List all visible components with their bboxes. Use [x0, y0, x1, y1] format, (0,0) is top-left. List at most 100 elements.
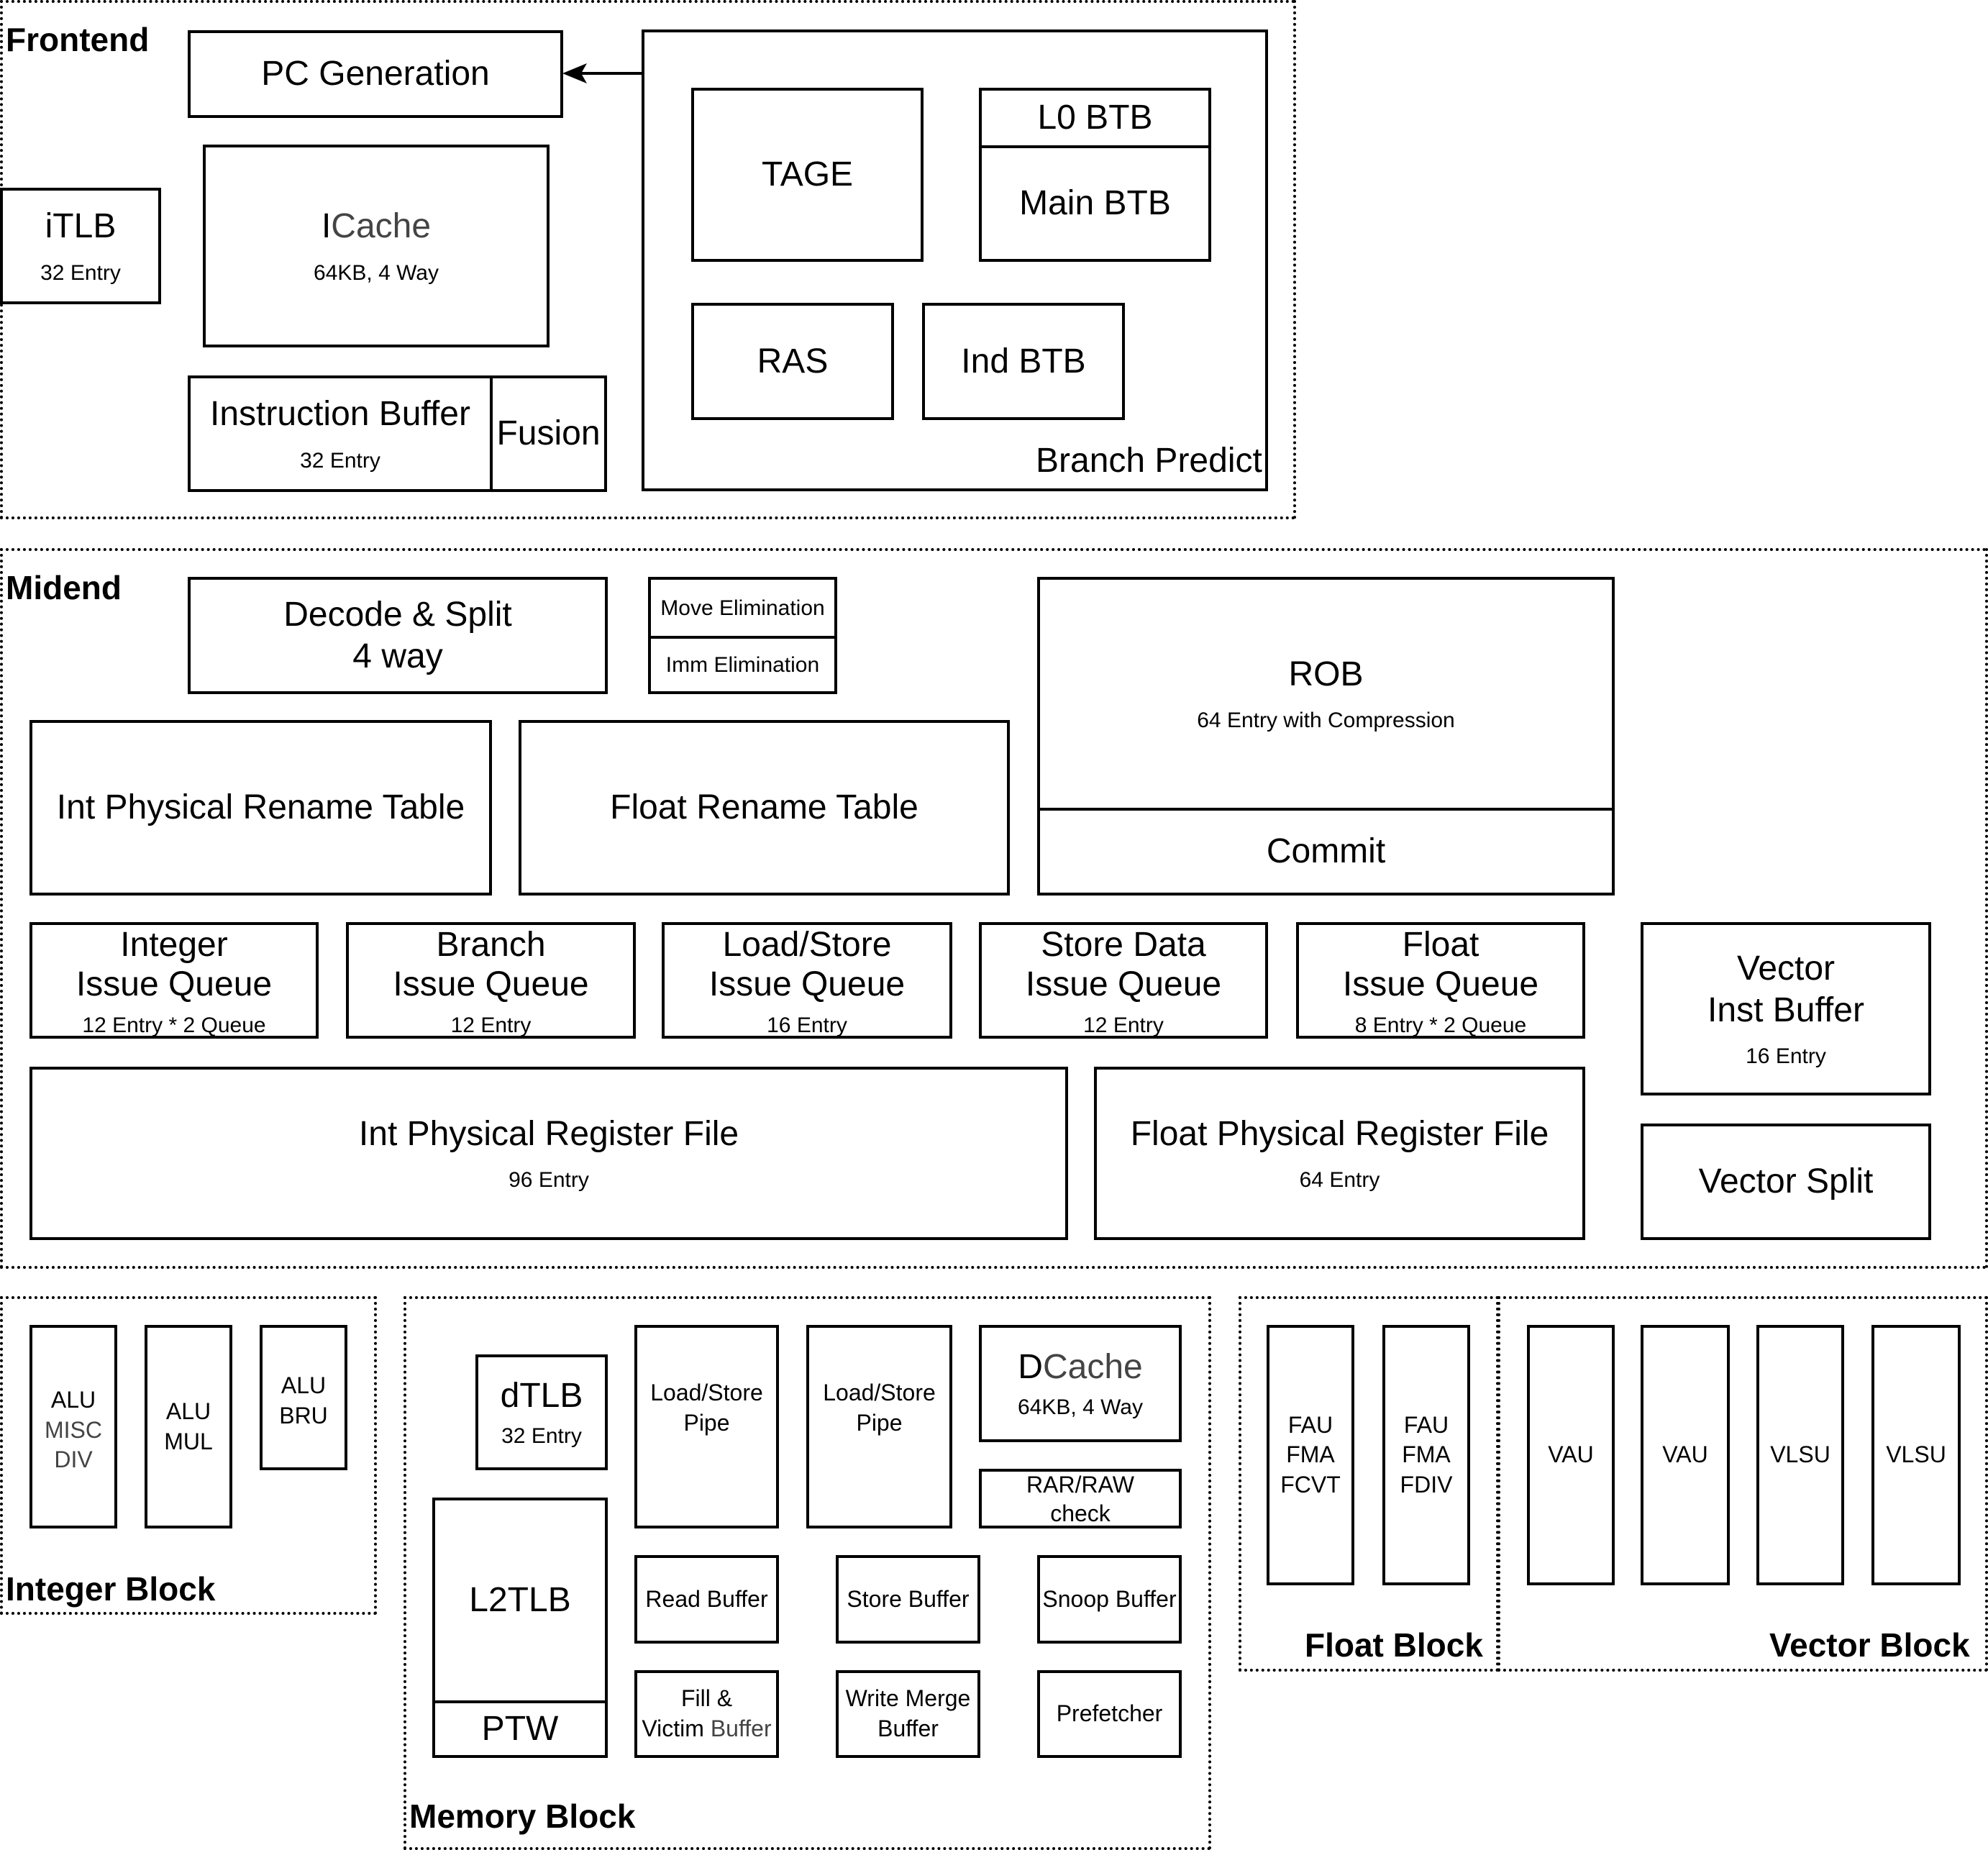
- write-merge-line1: Write Merge: [845, 1685, 971, 1712]
- vau-unit-1[interactable]: VAU: [1641, 1325, 1730, 1585]
- int-prf-label: Int Physical Register File: [358, 1114, 739, 1153]
- alu-mul-unit[interactable]: ALU MUL: [145, 1325, 232, 1528]
- store-buffer-box[interactable]: Store Buffer: [836, 1555, 980, 1644]
- iq-line1: Branch: [436, 926, 546, 964]
- prefetcher-box[interactable]: Prefetcher: [1037, 1670, 1182, 1758]
- vector-block-region: [1497, 1296, 1988, 1672]
- int-rename-table-box[interactable]: Int Physical Rename Table: [29, 720, 492, 896]
- float-block-title: Float Block: [1305, 1626, 1483, 1664]
- instruction-buffer-label: Instruction Buffer: [210, 395, 470, 434]
- dcache-box[interactable]: DCache 64KB, 4 Way: [979, 1325, 1182, 1442]
- fusion-box[interactable]: Fusion: [490, 375, 607, 492]
- load-store-issue-queue[interactable]: Load/Store Issue Queue 16 Entry: [662, 922, 952, 1039]
- l2tlb-box[interactable]: L2TLB PTW: [432, 1498, 608, 1758]
- dtlb-box[interactable]: dTLB 32 Entry: [475, 1354, 608, 1470]
- l0-btb-label: L0 BTB: [1037, 99, 1153, 137]
- icache-box[interactable]: ICache 64KB, 4 Way: [203, 145, 550, 347]
- unit-line1: ALU: [165, 1398, 211, 1424]
- unit-line3: DIV: [54, 1446, 93, 1473]
- rar-raw-check-box[interactable]: RAR/RAW check: [979, 1469, 1182, 1528]
- unit-line2: MUL: [164, 1428, 213, 1454]
- vlsu-unit-1[interactable]: VLSU: [1871, 1325, 1961, 1585]
- l2tlb-divider: [435, 1700, 605, 1703]
- load-store-pipe-0[interactable]: Load/Store Pipe: [634, 1325, 779, 1528]
- rar-raw-line2: check: [1050, 1500, 1111, 1526]
- iq-detail: 12 Entry * 2 Queue: [82, 1013, 266, 1038]
- rob-main[interactable]: ROB 64 Entry with Compression: [1040, 580, 1612, 808]
- fau-fma-fcvt-unit[interactable]: FAU FMA FCVT: [1267, 1325, 1354, 1585]
- fill-victim-line2: Victim Buffer: [642, 1715, 772, 1741]
- int-prf-box[interactable]: Int Physical Register File 96 Entry: [29, 1067, 1068, 1240]
- branch-issue-queue[interactable]: Branch Issue Queue 12 Entry: [346, 922, 636, 1039]
- l2tlb[interactable]: L2TLB: [435, 1500, 605, 1700]
- commit-label: Commit: [1266, 832, 1386, 871]
- iq-line1: Integer: [120, 926, 228, 964]
- float-prf-box[interactable]: Float Physical Register File 64 Entry: [1094, 1067, 1585, 1240]
- frontend-title: Frontend: [6, 21, 150, 58]
- read-buffer-box[interactable]: Read Buffer: [634, 1555, 779, 1644]
- pc-generation-box[interactable]: PC Generation: [188, 30, 563, 118]
- float-rename-table-box[interactable]: Float Rename Table: [519, 720, 1010, 896]
- decode-way: 4 way: [352, 637, 443, 675]
- unit-line2: MISC: [45, 1416, 102, 1443]
- l2tlb-label: L2TLB: [469, 1581, 571, 1620]
- vau-unit-0[interactable]: VAU: [1527, 1325, 1615, 1585]
- decode-split-box[interactable]: Decode & Split 4 way: [188, 577, 608, 694]
- decode-label: Decode & Split: [283, 595, 512, 634]
- unit-line3: FDIV: [1400, 1471, 1453, 1498]
- itlb-box[interactable]: iTLB 32 Entry: [0, 188, 161, 304]
- rob-box[interactable]: ROB 64 Entry with Compression Commit: [1037, 577, 1615, 896]
- icache-label: ICache: [321, 207, 432, 246]
- vector-split-box[interactable]: Vector Split: [1641, 1124, 1931, 1240]
- float-rename-table-label: Float Rename Table: [610, 788, 918, 827]
- alu-bru-unit[interactable]: ALU BRU: [260, 1325, 347, 1470]
- ras-label: RAS: [757, 342, 829, 381]
- fau-fma-fdiv-unit[interactable]: FAU FMA FDIV: [1382, 1325, 1470, 1585]
- vector-inst-buffer-line2: Inst Buffer: [1707, 990, 1864, 1029]
- pipe-line1: Load/Store: [823, 1380, 936, 1405]
- memory-block-title: Memory Block: [409, 1797, 636, 1835]
- unit-line1: FAU: [1287, 1411, 1333, 1438]
- elimination-box[interactable]: Move Elimination Imm Elimination: [648, 577, 837, 694]
- imm-elimination[interactable]: Imm Elimination: [651, 639, 834, 691]
- integer-issue-queue[interactable]: Integer Issue Queue 12 Entry * 2 Queue: [29, 922, 319, 1039]
- iq-line2: Issue Queue: [1025, 965, 1222, 1004]
- move-elimination[interactable]: Move Elimination: [651, 580, 834, 636]
- tage-box[interactable]: TAGE: [691, 88, 924, 262]
- unit-label: VAU: [1662, 1441, 1708, 1468]
- commit[interactable]: Commit: [1040, 811, 1612, 893]
- iq-detail: 12 Entry: [450, 1013, 532, 1038]
- load-store-pipe-1[interactable]: Load/Store Pipe: [806, 1325, 952, 1528]
- ptw[interactable]: PTW: [435, 1703, 605, 1755]
- rob-divider: [1040, 808, 1612, 811]
- ras-box[interactable]: RAS: [691, 303, 894, 420]
- dcache-detail: 64KB, 4 Way: [1018, 1395, 1143, 1420]
- fill-victim-line1: Fill &: [680, 1685, 733, 1712]
- tage-label: TAGE: [761, 155, 854, 194]
- btb-box[interactable]: L0 BTB Main BTB: [979, 88, 1211, 262]
- vlsu-unit-0[interactable]: VLSU: [1756, 1325, 1844, 1585]
- int-rename-table-label: Int Physical Rename Table: [56, 788, 465, 827]
- iq-detail: 8 Entry * 2 Queue: [1354, 1013, 1527, 1038]
- float-issue-queue[interactable]: Float Issue Queue 8 Entry * 2 Queue: [1296, 922, 1585, 1039]
- alu-misc-div-unit[interactable]: ALU MISC DIV: [29, 1325, 117, 1528]
- write-merge-buffer-box[interactable]: Write Merge Buffer: [836, 1670, 980, 1758]
- int-prf-detail: 96 Entry: [509, 1168, 589, 1193]
- ind-btb-box[interactable]: Ind BTB: [922, 303, 1125, 420]
- prefetcher-label: Prefetcher: [1056, 1700, 1163, 1727]
- iq-line2: Issue Queue: [708, 965, 906, 1004]
- main-btb[interactable]: Main BTB: [982, 148, 1208, 259]
- vector-inst-buffer-box[interactable]: Vector Inst Buffer 16 Entry: [1641, 922, 1931, 1095]
- store-data-issue-queue[interactable]: Store Data Issue Queue 12 Entry: [979, 922, 1268, 1039]
- fill-victim-buffer-box[interactable]: Fill & Victim Buffer: [634, 1670, 779, 1758]
- rar-raw-line1: RAR/RAW: [1026, 1471, 1134, 1498]
- iq-line2: Issue Queue: [1342, 965, 1539, 1004]
- itlb-detail: 32 Entry: [40, 260, 121, 285]
- vector-block-title: Vector Block: [1769, 1626, 1970, 1664]
- instruction-buffer-box[interactable]: Instruction Buffer 32 Entry: [188, 375, 493, 492]
- move-elimination-label: Move Elimination: [660, 596, 825, 620]
- snoop-buffer-box[interactable]: Snoop Buffer: [1037, 1555, 1182, 1644]
- unit-line1: ALU: [50, 1387, 96, 1413]
- l0-btb[interactable]: L0 BTB: [982, 91, 1208, 145]
- ptw-label: PTW: [481, 1710, 559, 1749]
